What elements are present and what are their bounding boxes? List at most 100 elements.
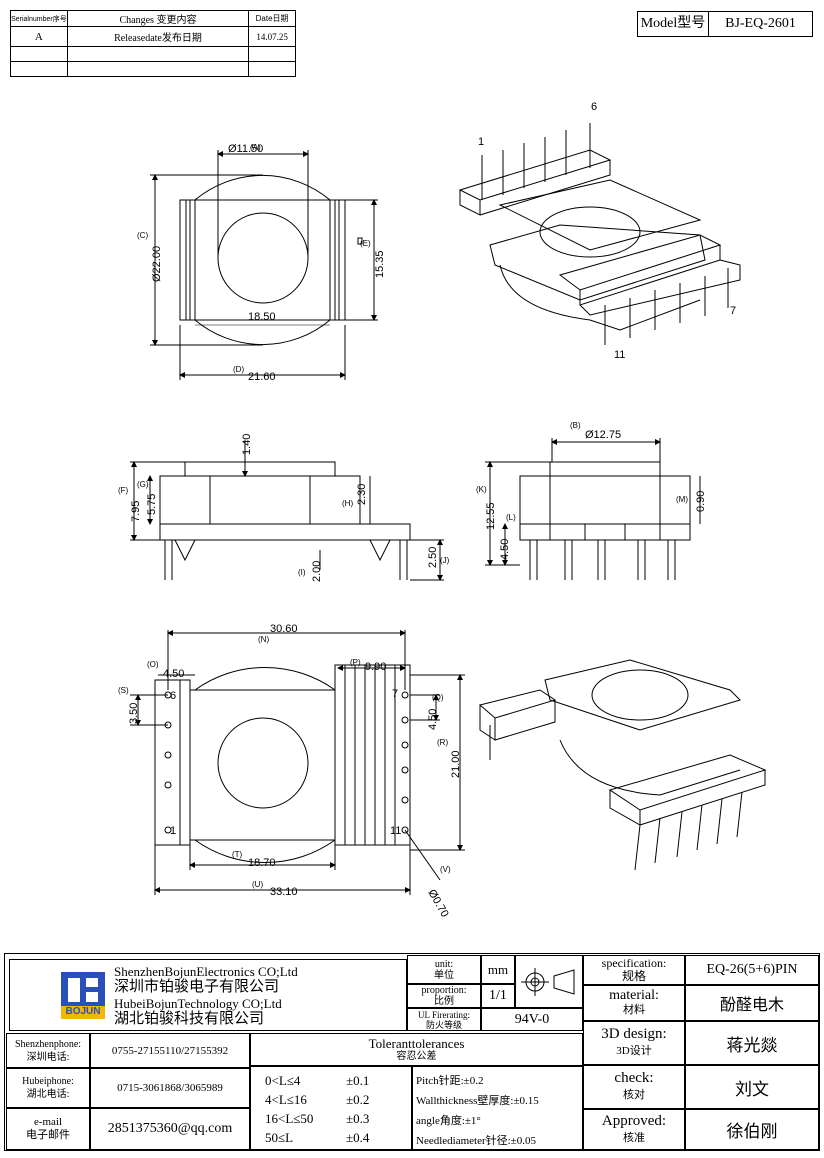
dim-795: 7.95 [130, 501, 142, 522]
logo-text: BOJUN [65, 1006, 101, 1017]
dim-C-label: (C) [137, 231, 148, 240]
unit-label: unit: 单位 [407, 955, 481, 984]
rev-empty-cell [248, 46, 296, 62]
dim-350: 3.50 [128, 703, 140, 724]
approved-label: Approved: 核准 [583, 1109, 685, 1150]
model-value: BJ-EQ-2601 [725, 16, 796, 31]
note-item: angle角度:±1° [416, 1115, 481, 1127]
tol-range: 4<L≤16 [265, 1092, 307, 1107]
rev-empty-cell [66, 46, 250, 62]
model-label: Model型号 [638, 12, 709, 36]
sz-phone-value: 0755-27155110/27155392 [90, 1033, 250, 1068]
bpin-6-label: 6 [170, 690, 176, 702]
dim-200: 2.00 [311, 561, 323, 582]
dim-T-label: (T) [232, 850, 243, 859]
note-item: Needlediameter针径:±0.05 [416, 1135, 536, 1147]
pin-11-label: 11 [614, 349, 625, 361]
company-cn-1: 深圳市铂骏电子有限公司 [114, 979, 280, 995]
check-label-cn: 核对 [623, 1089, 645, 1101]
dim-140: 1.40 [241, 434, 253, 455]
dim-3310: 33.10 [270, 886, 298, 898]
design-value: 蒋光燚 [685, 1021, 819, 1065]
dim-A-value: Ø11.50 [228, 143, 263, 155]
bpin-1-label: 1 [170, 825, 176, 837]
bpin-11-label: 11 [390, 825, 401, 837]
dim-I-label: (I) [298, 568, 306, 577]
pin-7-label: 7 [730, 305, 736, 317]
tolerance-title-en: Toleranttolerances [368, 1035, 465, 1051]
logo: BOJUN [58, 970, 108, 1020]
rev-empty-cell [10, 46, 68, 62]
revision-table: Serialnumber序号 Changes 变更内容 Date日期 A Rel… [10, 10, 296, 77]
dim-1850: 18.50 [248, 311, 276, 323]
dim-K-label: (K) [476, 485, 487, 494]
dim-U-label: (U) [252, 880, 263, 889]
company-names: ShenzhenBojunElectronics CO;Ltd 深圳市铂骏电子有… [114, 964, 298, 1028]
dim-A-label: (A) [250, 143, 261, 152]
sz-phone-label-cn: 深圳电话: [26, 1051, 70, 1063]
dim-E-value: 15.35 [374, 250, 386, 278]
design-label-en: 3D design: [601, 1026, 667, 1042]
title-block: BOJUN ShenzhenBojunElectronics CO;Ltd 深圳… [4, 953, 820, 1151]
tol-range: 0<L≤4 [265, 1073, 301, 1088]
spec-value: EQ-26(5+6)PIN [685, 955, 819, 985]
unit-label-en: unit: [434, 958, 454, 970]
dim-M-label: (M) [676, 495, 688, 504]
spec-label-en: specification: [601, 956, 667, 970]
dim-070: Ø0.70 [425, 888, 450, 920]
approved-value: 徐伯刚 [685, 1109, 819, 1150]
dim-1870: 18.70 [248, 857, 276, 869]
projection-icon [521, 968, 575, 996]
dim-L-label: (L) [506, 513, 516, 522]
bottom-view [130, 630, 465, 895]
dim-H-label: (H) [342, 499, 353, 508]
company-cn-2: 湖北铂骏科技有限公司 [114, 1011, 265, 1027]
spec-label: specification: 规格 [583, 955, 685, 985]
material-label-en: material: [609, 988, 659, 1003]
dim-2100: 21.00 [450, 750, 462, 778]
pin-1-label: 1 [478, 136, 484, 148]
top-view [150, 150, 378, 380]
logo-mark-icon [61, 972, 105, 1019]
tolerance-table: 0<L≤4 4<L≤16 16<L≤50 50≤L ±0.1 ±0.2 ±0.3… [250, 1066, 412, 1150]
dim-S-label: (S) [118, 686, 129, 695]
approved-label-cn: 核准 [623, 1131, 645, 1144]
drawing-area: (A) Ø11.50 (C) Ø22.00 (E) 15.35 18.50 (D… [118, 101, 767, 920]
tolerance-title: Toleranttolerances 容忍公差 [250, 1033, 583, 1066]
dim-575: 5.75 [146, 494, 158, 515]
tol-value: ±0.2 [346, 1092, 370, 1107]
proportion-label-cn: 比例 [434, 996, 454, 1007]
dim-450b: 4.50 [163, 668, 184, 680]
check-value: 刘文 [685, 1065, 819, 1109]
company-box: BOJUN ShenzhenBojunElectronics CO;Ltd 深圳… [9, 959, 407, 1031]
notes-list: Pitch针距:±0.2 Wallthickness壁厚度:±0.15 angl… [416, 1071, 539, 1151]
ul-value: 94V-0 [481, 1008, 583, 1031]
dim-230: 2.30 [356, 484, 368, 505]
company-en-1: ShenzhenBojunElectronics CO;Ltd [114, 964, 298, 979]
proportion-value: 1/1 [481, 984, 515, 1008]
proportion-label: proportion: 比例 [407, 984, 481, 1008]
hb-phone-label-en: Hubeiphone: [22, 1076, 74, 1087]
hb-phone-value: 0715-3061868/3065989 [90, 1068, 250, 1108]
dim-450r: 4.50 [499, 539, 511, 560]
unit-value: mm [481, 955, 515, 984]
dim-B-label: (B) [570, 421, 581, 430]
dim-D-value: 21.60 [248, 371, 276, 383]
pin-6-label: 6 [591, 101, 597, 113]
rev-header-date: Date日期 [248, 10, 296, 27]
dim-P-label: (P) [350, 658, 361, 667]
dim-R-label: (R) [437, 738, 448, 747]
dim-O-label: (O) [147, 660, 159, 669]
note-item: Pitch针距:±0.2 [416, 1075, 484, 1087]
ul-label: UL Firerating: 防火等级 [407, 1008, 481, 1031]
ul-label-cn: 防火等级 [425, 1019, 462, 1030]
iso-view-bottom [478, 659, 767, 871]
email-value: 2851375360@qq.com [90, 1108, 250, 1150]
email-label-en: e-mail [33, 1116, 63, 1128]
dim-G-label: (G) [137, 480, 149, 489]
dim-B-value: Ø12.75 [585, 429, 621, 441]
iso-view-top [458, 123, 741, 345]
dim-990: 9.90 [365, 661, 386, 673]
proportion-label-en: proportion: [421, 985, 467, 996]
rev-empty-cell [248, 61, 296, 77]
